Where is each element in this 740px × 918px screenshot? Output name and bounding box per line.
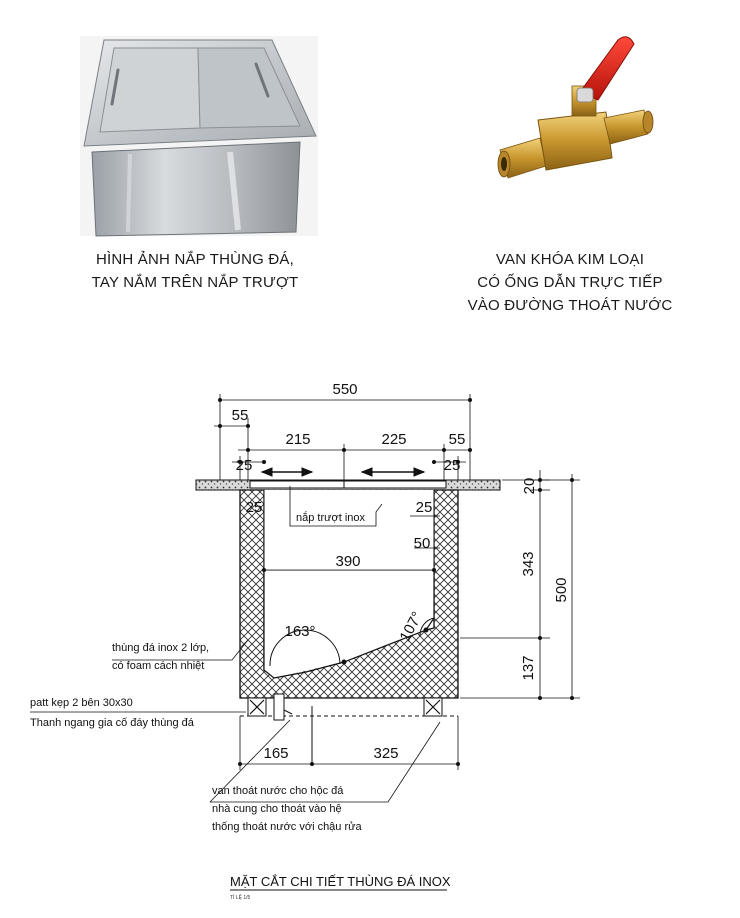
- dim-lid-left: 215: [285, 431, 310, 448]
- dim-base-right: 325: [373, 745, 398, 762]
- dim-top-thickness: 20: [521, 478, 538, 495]
- dim-lid-gap-right: 25: [416, 499, 433, 516]
- dimension-lines: [214, 394, 580, 770]
- scale-note: TỈ LỆ 1/5: [230, 893, 251, 901]
- dim-left-flange: 55: [232, 407, 249, 424]
- note-box-wall-1: thùng đá inox 2 lớp,: [112, 642, 209, 654]
- note-box-wall-2: có foam cách nhiệt: [112, 660, 204, 672]
- valve-caption-line-3: VÀO ĐƯỜNG THOÁT NƯỚC: [467, 297, 673, 314]
- valve-caption: VAN KHÓA KIM LOẠI CÓ ỐNG DẪN TRỰC TIẾP V…: [420, 248, 720, 317]
- sliding-lid: [249, 480, 447, 489]
- ice-box-photo: [80, 36, 318, 237]
- note-drain-3: thống thoát nước với chậu rửa: [212, 821, 363, 833]
- ice-box-caption: HÌNH ẢNH NẮP THÙNG ĐÁ, TAY NẮM TRÊN NẮP …: [40, 248, 350, 294]
- dim-total-width: 550: [332, 381, 357, 398]
- note-sliding-lid: nắp trượt inox: [296, 511, 365, 524]
- dim-inner-width: 390: [335, 553, 360, 570]
- drawing-title-block: MẶT CẮT CHI TIẾT THÙNG ĐÁ INOX TỈ LỆ 1/5: [230, 874, 451, 901]
- dim-upper-height: 343: [520, 551, 537, 576]
- dim-lid-right: 225: [381, 431, 406, 448]
- drawing-notes: nắp trượt inox thùng đá inox 2 lớp, có f…: [30, 511, 365, 833]
- note-crossbar: Thanh ngang gia cố đáy thùng đá: [30, 717, 195, 729]
- dimension-labels: 550 55 215 225 55 25 25 20 25 25 50 390 …: [232, 381, 570, 762]
- dim-wall-left: 25: [236, 457, 253, 474]
- note-drain-1: van thoát nước cho hộc đá: [212, 785, 344, 797]
- dim-base-left: 165: [263, 745, 288, 762]
- valve-photo: [497, 36, 654, 179]
- dim-lid-gap-left: 25: [246, 499, 263, 516]
- valve-caption-line-1: VAN KHÓA KIM LOẠI: [495, 251, 645, 268]
- ice-box-caption-line-2: TAY NẮM TRÊN NẮP TRƯỢT: [91, 274, 299, 291]
- dim-right-flange: 55: [449, 431, 466, 448]
- section-drawing: [30, 394, 580, 803]
- dim-lower-height: 137: [520, 655, 537, 680]
- dim-wall-50: 50: [414, 535, 431, 552]
- dim-wall-right: 25: [444, 457, 461, 474]
- dim-total-height: 500: [553, 577, 570, 602]
- note-bracket: patt kẹp 2 bên 30x30: [30, 697, 133, 709]
- valve-caption-line-2: CÓ ỐNG DẪN TRỰC TIẾP: [477, 274, 663, 291]
- drawing-title: MẶT CẮT CHI TIẾT THÙNG ĐÁ INOX: [230, 874, 451, 889]
- note-drain-2: nhà cung cho thoát vào hệ: [212, 803, 342, 815]
- angle-left: 163°: [284, 623, 315, 640]
- ice-box-caption-line-1: HÌNH ẢNH NẮP THÙNG ĐÁ,: [95, 251, 295, 268]
- leader-lines: [30, 486, 441, 803]
